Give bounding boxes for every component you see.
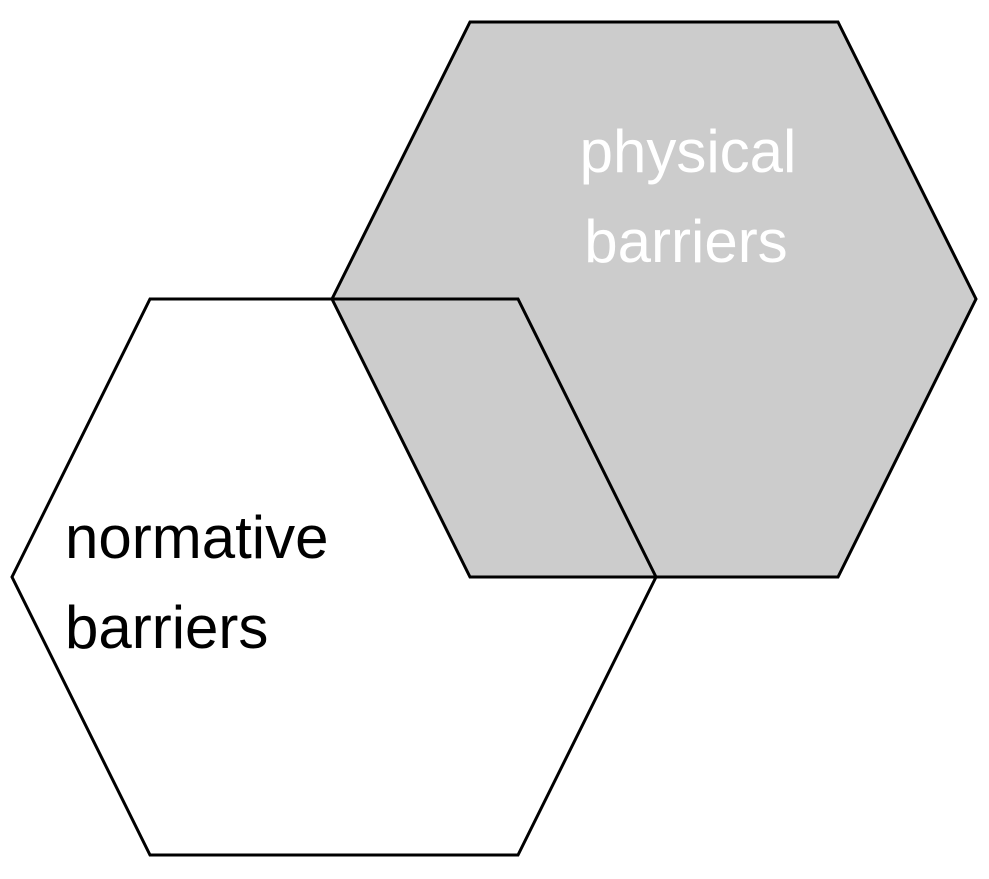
physical-label-line2: barriers	[584, 208, 787, 275]
normative-barriers-hexagon	[10, 297, 658, 857]
normative-label-line1: normative	[65, 504, 328, 571]
normative-label-line2: barriers	[65, 594, 268, 661]
physical-label-line1: physical	[580, 118, 797, 185]
